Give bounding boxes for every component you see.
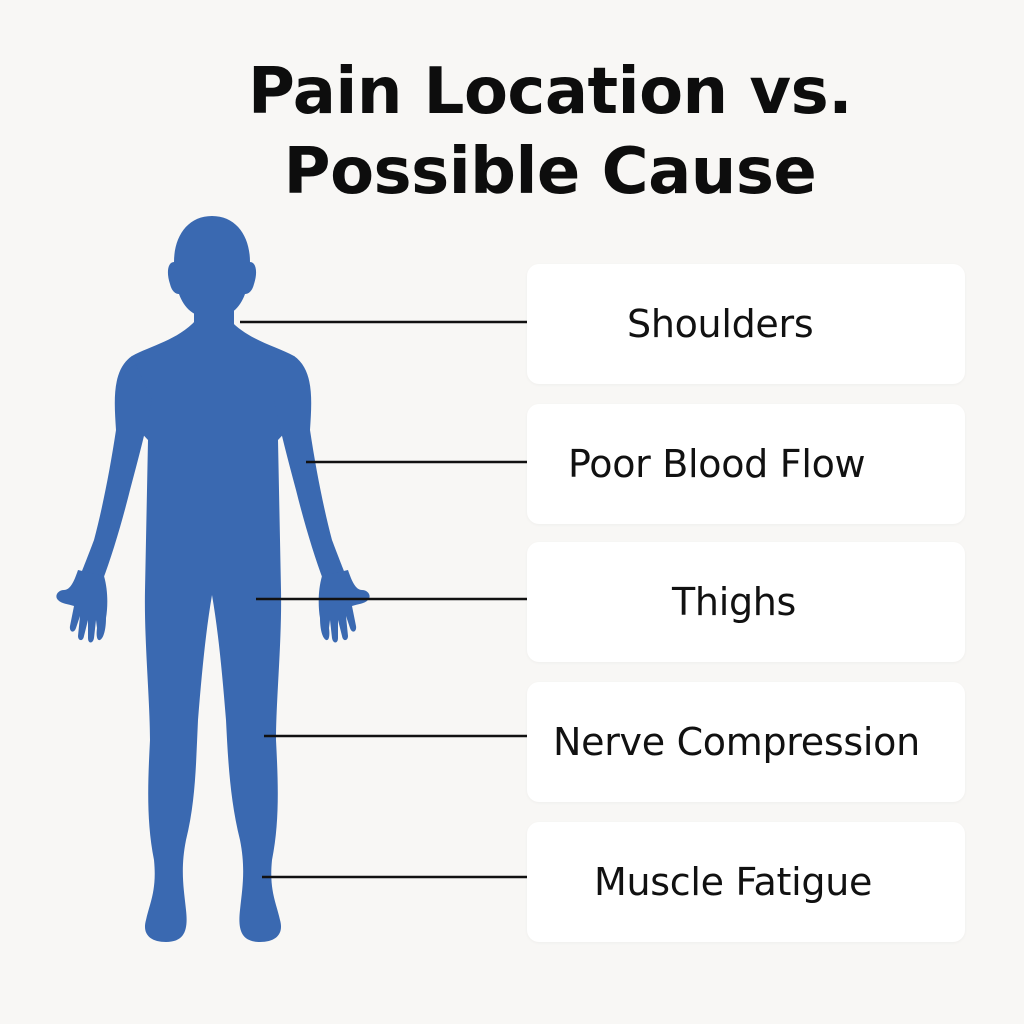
- label-card-1: Shoulders: [527, 264, 965, 384]
- label-card-5: Muscle Fatigue: [527, 822, 965, 942]
- label-text-3: Thighs: [672, 580, 797, 624]
- label-card-4: Nerve Compression: [527, 682, 965, 802]
- figure-left-arm: [80, 356, 152, 582]
- label-card-3: Thighs: [527, 542, 965, 662]
- figure-left-hand: [56, 570, 108, 643]
- label-text-4: Nerve Compression: [553, 720, 920, 764]
- figure-right-hand: [318, 570, 370, 643]
- label-text-5: Muscle Fatigue: [594, 860, 873, 904]
- figure-head: [167, 216, 257, 318]
- label-text-2: Poor Blood Flow: [568, 442, 866, 486]
- label-card-2: Poor Blood Flow: [527, 404, 965, 524]
- title-line-1: Pain Location vs.: [248, 55, 853, 129]
- title-line-2: Possible Cause: [283, 135, 817, 209]
- figure-body: [119, 320, 307, 942]
- diagram-title: Pain Location vs. Possible Cause: [0, 52, 1024, 212]
- figure-right-arm: [274, 356, 346, 582]
- label-text-1: Shoulders: [627, 302, 814, 346]
